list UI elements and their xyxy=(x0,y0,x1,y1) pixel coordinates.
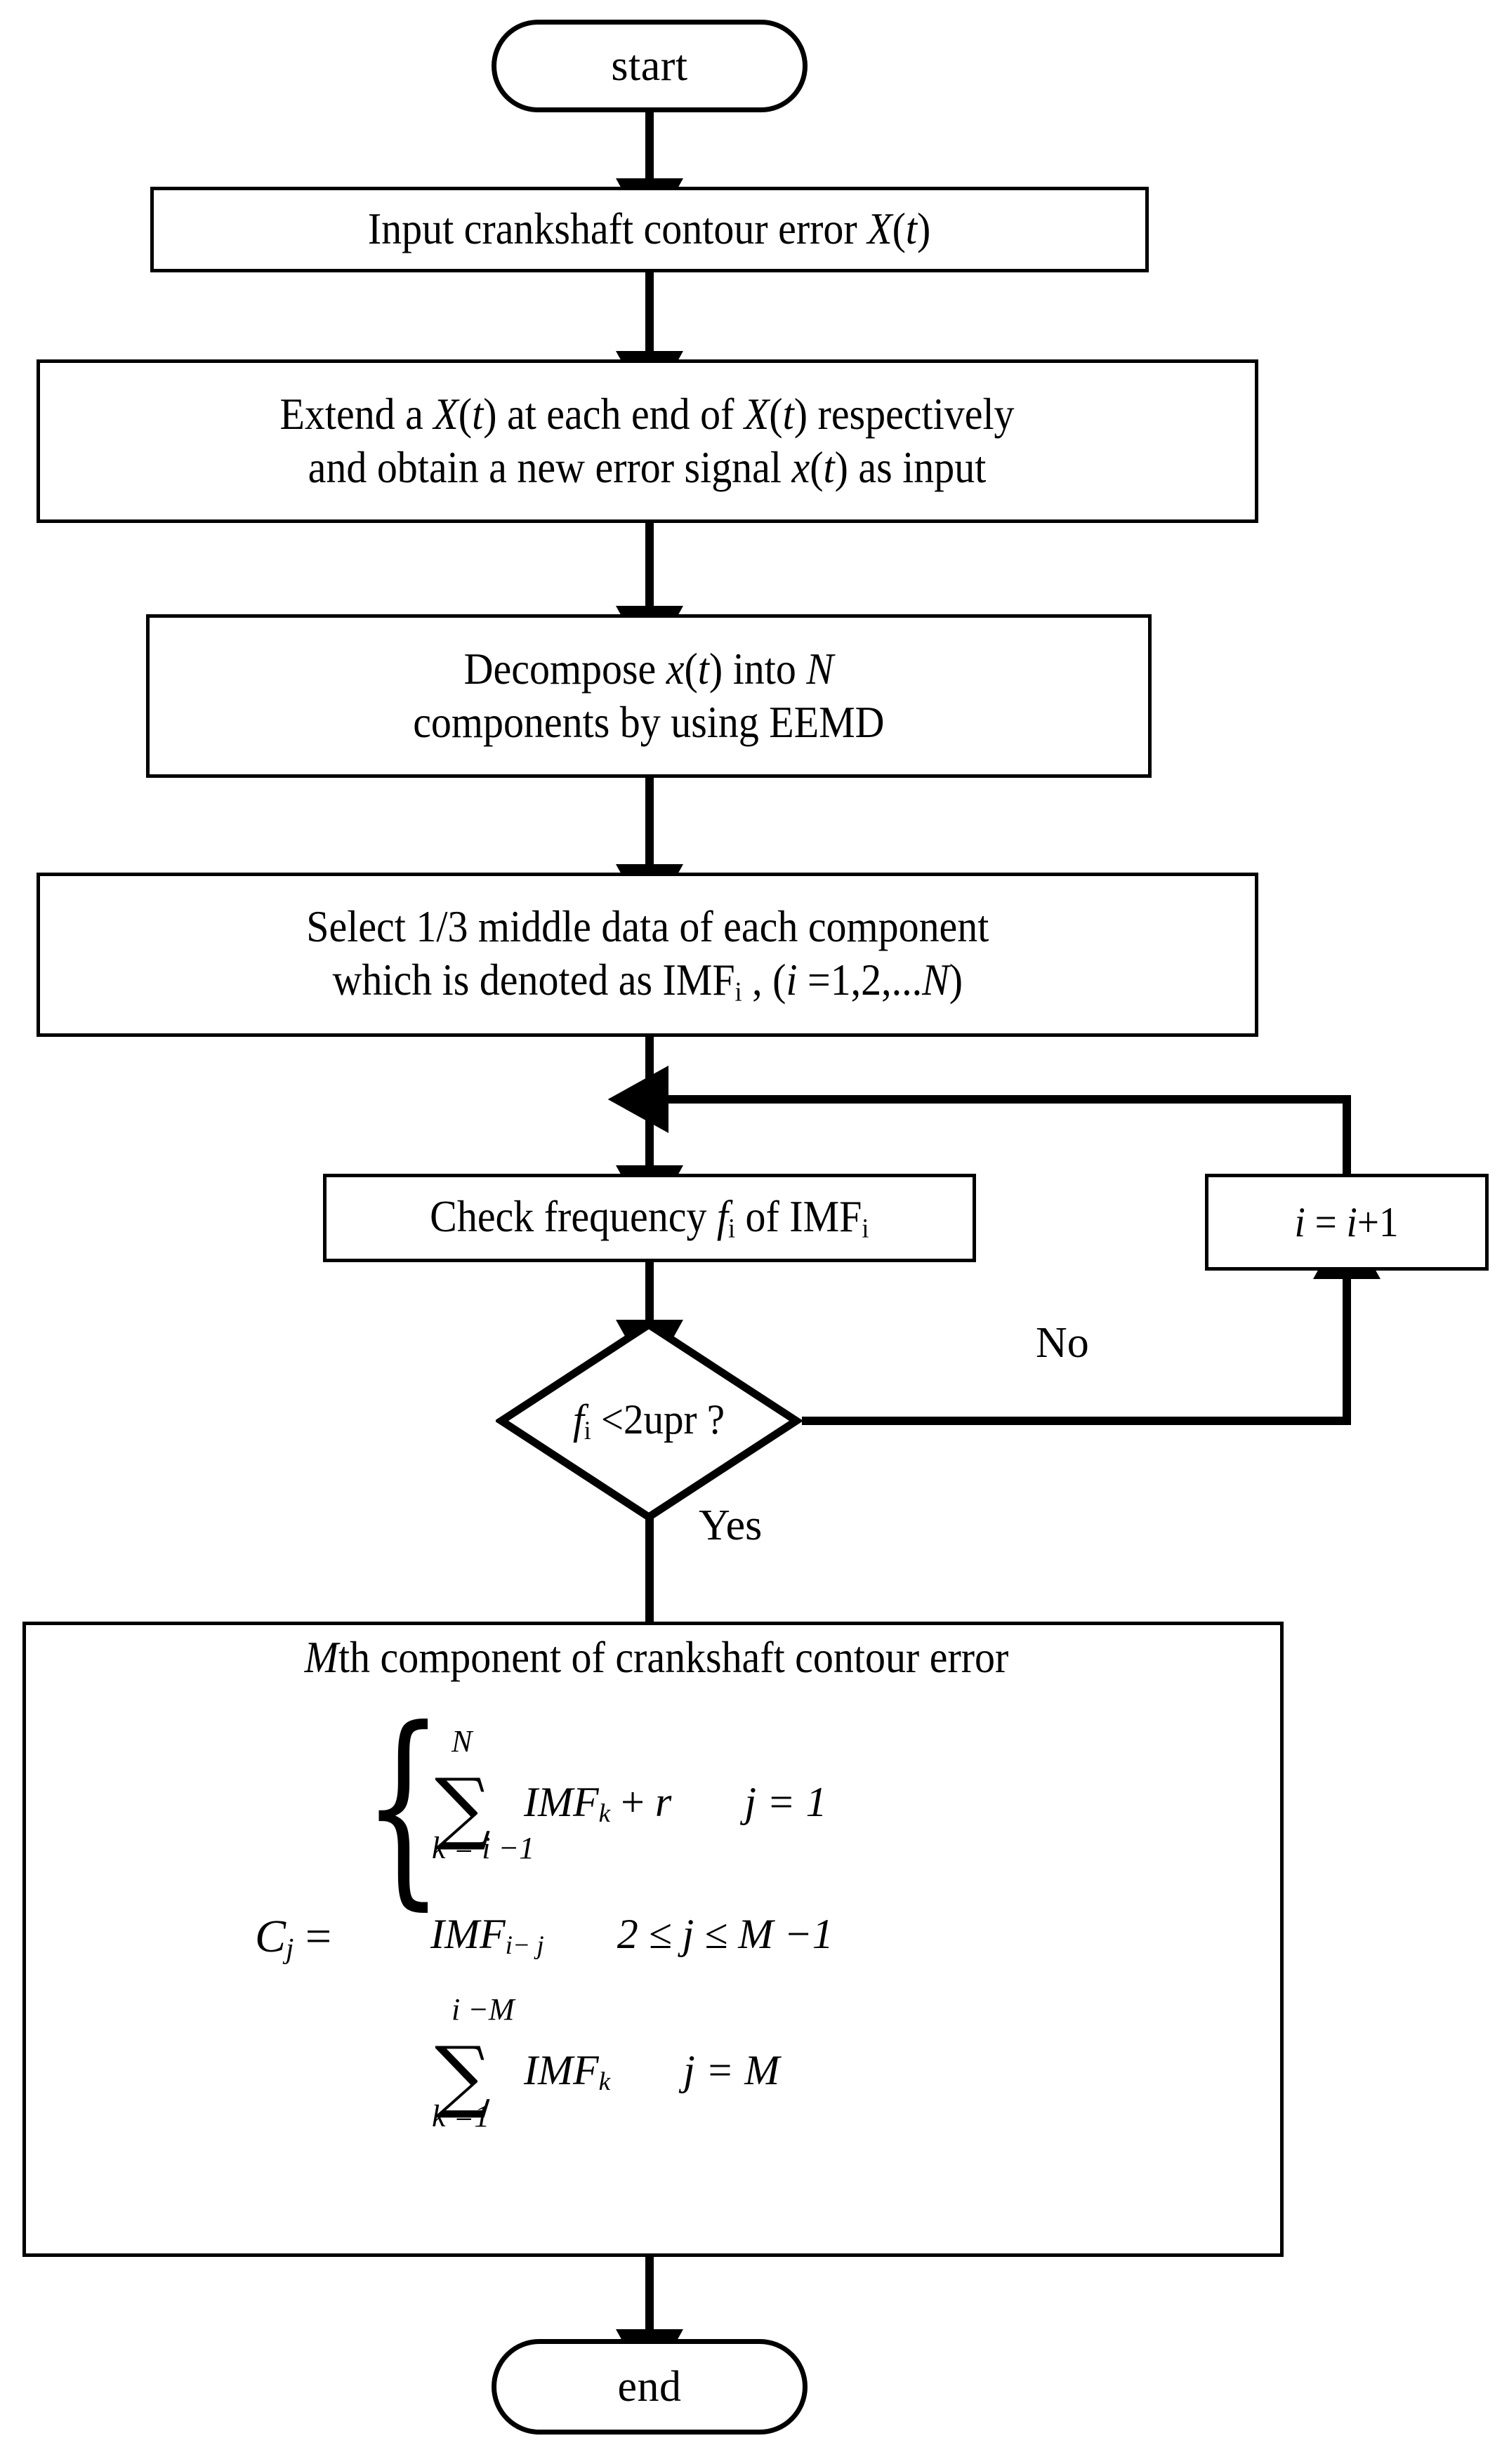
formula-case-2: IMFi− j 2 ≤ j ≤ M −1 xyxy=(430,1911,833,1961)
node-end-label: end xyxy=(617,2363,682,2411)
node-increment-label: i = i+1 xyxy=(1294,1199,1399,1245)
decision-diamond-shape xyxy=(494,1320,804,1522)
node-extend[interactable]: Extend a X(t) at each end of X(t) respec… xyxy=(37,359,1258,523)
formula-lhs: Cj = xyxy=(255,1911,332,1964)
node-decompose[interactable]: Decompose x(t) into N components by usin… xyxy=(146,614,1152,778)
node-result[interactable]: Mth component of crankshaft contour erro… xyxy=(22,1622,1284,2257)
node-select-label: Select 1/3 middle data of each component… xyxy=(305,901,989,1007)
edge-label-yes: Yes xyxy=(699,1502,763,1549)
node-decompose-label: Decompose x(t) into N components by usin… xyxy=(413,644,885,747)
node-check-frequency-label: Check frequency fi of IMFi xyxy=(430,1191,869,1244)
summation-1: ∑ N k = i −1 xyxy=(432,1724,535,1865)
edge-label-no: No xyxy=(1036,1319,1089,1367)
node-input-label: Input crankshaft contour error X(t) xyxy=(368,204,931,254)
node-check-frequency[interactable]: Check frequency fi of IMFi xyxy=(323,1174,976,1262)
node-input[interactable]: Input crankshaft contour error X(t) xyxy=(150,187,1149,272)
formula-brace: { xyxy=(363,1683,444,1928)
piecewise-formula: Cj = { ∑ N k = i −1 ∑ IMF k + r IMFk + r… xyxy=(235,1683,1078,2194)
node-extend-label: Extend a X(t) at each end of X(t) respec… xyxy=(279,389,1015,492)
node-decision-label: fi <2upr ? xyxy=(572,1396,725,1446)
edge-increment-to-check-loop xyxy=(607,1066,1351,1174)
node-increment[interactable]: i = i+1 xyxy=(1205,1174,1489,1271)
node-start[interactable]: start xyxy=(492,20,808,112)
node-select[interactable]: Select 1/3 middle data of each component… xyxy=(37,873,1258,1037)
node-start-label: start xyxy=(611,42,688,90)
result-title: Mth component of crankshaft contour erro… xyxy=(304,1633,1009,1682)
formula-case-1: ∑ N k = i −1 ∑ IMF k + r IMFk + r j = 1 xyxy=(432,1724,827,1865)
formula-case-3: ∑ i −M k =1 IMFk j = M xyxy=(432,1992,780,2133)
node-end[interactable]: end xyxy=(492,2339,808,2435)
summation-3: ∑ i −M k =1 xyxy=(432,1992,515,2133)
node-decision[interactable]: fi <2upr ? xyxy=(494,1319,804,1523)
